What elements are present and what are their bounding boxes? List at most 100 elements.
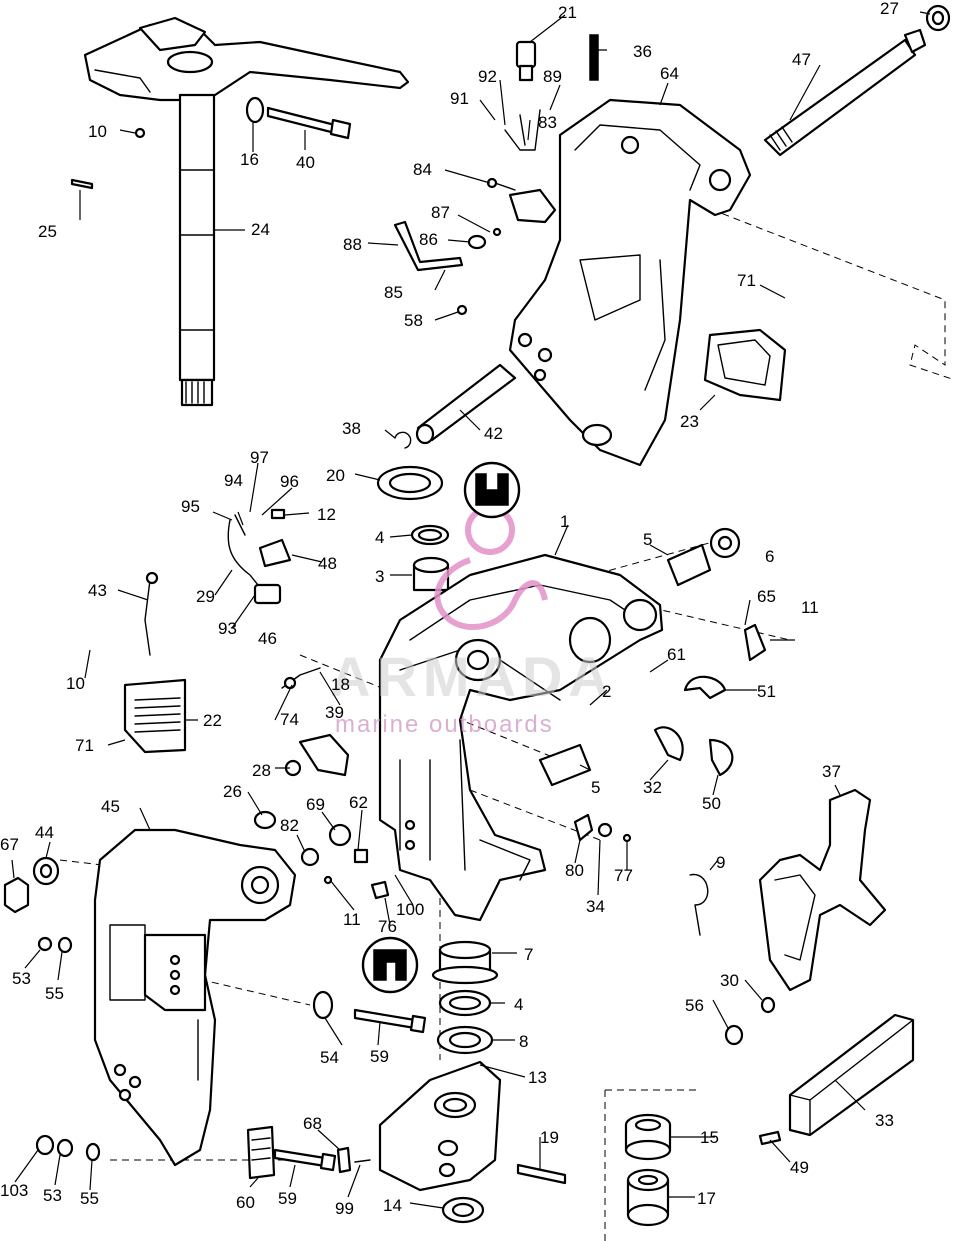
lower-bushings [431, 940, 499, 1055]
callout-29: 29 [196, 587, 215, 606]
switch-and-plunger-parts [393, 34, 599, 316]
callout-36: 36 [633, 42, 652, 61]
callout-99: 99 [335, 1199, 354, 1218]
callout-71: 71 [737, 271, 756, 290]
bolt-59-washer-54 [273, 990, 427, 1172]
callout-59: 59 [370, 1047, 389, 1066]
callout-59: 59 [278, 1189, 297, 1208]
callout-24: 24 [251, 220, 270, 239]
callout-56: 56 [685, 996, 704, 1015]
callout-8: 8 [519, 1032, 528, 1051]
callout-20: 20 [326, 466, 345, 485]
callout-14: 14 [383, 1196, 402, 1215]
callout-65: 65 [757, 587, 776, 606]
callout-32: 32 [643, 778, 662, 797]
callout-103: 103 [0, 1181, 28, 1200]
plate-60-and-clip [246, 1125, 371, 1180]
callout-80: 80 [565, 861, 584, 880]
callout-7: 7 [524, 945, 533, 964]
callout-87: 87 [431, 203, 450, 222]
callout-39: 39 [325, 703, 344, 722]
callout-2: 2 [602, 682, 611, 701]
callout-21: 21 [558, 3, 577, 22]
callout-77: 77 [614, 866, 633, 885]
callout-6: 6 [765, 547, 774, 566]
callout-48: 48 [318, 554, 337, 573]
callout-18: 18 [331, 675, 350, 694]
callout-5: 5 [643, 530, 652, 549]
bushing-upper-icon [463, 461, 521, 519]
callout-55: 55 [45, 984, 64, 1003]
callout-40: 40 [296, 153, 315, 172]
callout-88: 88 [343, 235, 362, 254]
callout-19: 19 [540, 1128, 559, 1147]
lower-right-parts [624, 996, 915, 1227]
callout-3: 3 [375, 567, 384, 586]
small-pins [70, 127, 146, 190]
callout-86: 86 [419, 230, 438, 249]
callout-25: 25 [38, 222, 57, 241]
trim-sender-wiring [227, 508, 292, 605]
callout-83: 83 [538, 113, 557, 132]
callout-76: 76 [378, 917, 397, 936]
callout-17: 17 [697, 1189, 716, 1208]
upper-bushings [410, 524, 450, 592]
callout-47: 47 [792, 50, 811, 69]
callout-74: 74 [280, 710, 299, 729]
callout-11: 11 [801, 598, 819, 617]
callout-51: 51 [757, 682, 776, 701]
swivel-bracket-64 [508, 98, 752, 467]
callout-82: 82 [280, 816, 299, 835]
callout-12: 12 [317, 505, 336, 524]
bracket-23 [703, 328, 787, 402]
callout-33: 33 [875, 1111, 894, 1130]
callout-93: 93 [218, 619, 237, 638]
leader-lines [11, 11, 931, 1209]
callout-38: 38 [342, 419, 361, 438]
cover-plate-22 [123, 571, 187, 754]
callout-16: 16 [240, 150, 259, 169]
callout-67: 67 [0, 835, 19, 854]
callout-34: 34 [586, 897, 605, 916]
callout-26: 26 [223, 782, 242, 801]
callout-58: 58 [404, 311, 423, 330]
callout-4: 4 [514, 995, 523, 1014]
callout-62: 62 [349, 793, 368, 812]
tilt-tube-47 [763, 4, 951, 157]
callout-46: 46 [258, 629, 277, 648]
callout-95: 95 [181, 497, 200, 516]
callout-84: 84 [413, 160, 432, 179]
callout-10: 10 [66, 674, 85, 693]
callout-71: 71 [75, 736, 94, 755]
callout-97: 97 [250, 448, 269, 467]
callout-55: 55 [80, 1189, 99, 1208]
callout-89: 89 [543, 67, 562, 86]
callout-100: 100 [396, 900, 424, 919]
watermark-brand: ARMADA [330, 645, 615, 708]
callout-45: 45 [101, 797, 120, 816]
callout-68: 68 [303, 1114, 322, 1133]
callout-23: 23 [680, 412, 699, 431]
clamp-bracket-45 [93, 828, 297, 1167]
steering-arm-shaft [83, 16, 410, 407]
watermark-tagline: marine outboards [335, 711, 554, 738]
callout-96: 96 [280, 472, 299, 491]
bolt-40-washer-16 [245, 96, 352, 140]
callout-15: 15 [700, 1128, 719, 1147]
lower-swivel-bracket-13 [378, 1060, 567, 1224]
bushing-orientation-icons [361, 461, 521, 994]
callout-1: 1 [560, 512, 569, 531]
callout-5: 5 [591, 778, 600, 797]
callout-43: 43 [88, 581, 107, 600]
callout-69: 69 [306, 795, 325, 814]
callout-22: 22 [203, 711, 222, 730]
callout-94: 94 [224, 471, 243, 490]
callout-44: 44 [35, 823, 54, 842]
sleeve-5-washer-6 [666, 527, 741, 587]
callout-28: 28 [252, 761, 271, 780]
callout-50: 50 [702, 794, 721, 813]
callout-54: 54 [320, 1048, 339, 1067]
bushing-lower-icon [361, 936, 419, 994]
tilt-lock-lever-37 [758, 788, 887, 992]
